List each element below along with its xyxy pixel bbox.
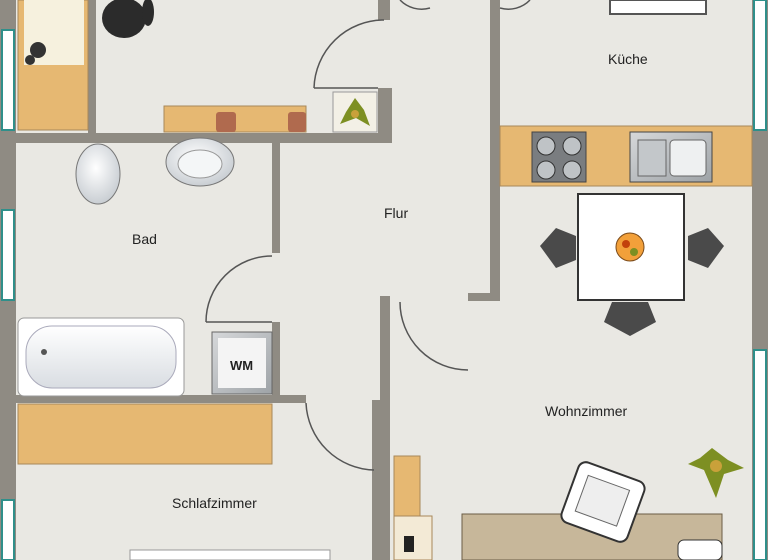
- dining-chairs: [540, 228, 724, 336]
- label-kueche: Küche: [608, 51, 648, 67]
- books-icon: [216, 112, 306, 132]
- plant-icon-living: [688, 448, 744, 498]
- label-wohnzimmer: Wohnzimmer: [545, 403, 628, 419]
- sofa-edge: [677, 539, 723, 560]
- label-flur: Flur: [384, 205, 409, 221]
- stove-icon: [531, 131, 587, 183]
- doors: [205, 0, 531, 471]
- sink-icon: [629, 131, 713, 183]
- wardrobe: [17, 403, 273, 465]
- fruit-bowl-icon: [615, 232, 645, 262]
- armchair-icon: [560, 461, 646, 543]
- washing-machine: [211, 331, 273, 395]
- washing-machine-label: WM: [230, 358, 254, 373]
- kitchen-shelf: [609, 0, 707, 15]
- plant-icon: [332, 91, 378, 133]
- washbasin-icon: [165, 137, 235, 187]
- desk: [17, 0, 89, 131]
- bed-edge: [129, 549, 331, 560]
- toilet-icon: [75, 143, 121, 205]
- label-bad: Bad: [132, 231, 157, 247]
- label-schlafzimmer: Schlafzimmer: [172, 495, 257, 511]
- bathtub-icon: [17, 317, 185, 397]
- office-chair-icon: [102, 0, 154, 38]
- side-shelf: [393, 455, 433, 560]
- lamp-icon: [25, 42, 46, 65]
